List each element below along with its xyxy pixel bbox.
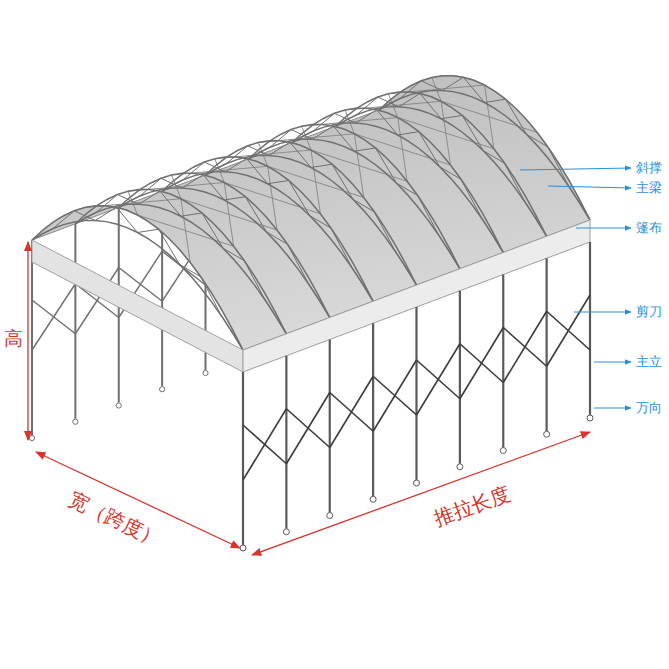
roof xyxy=(32,76,590,350)
caster-wheel xyxy=(327,513,333,519)
main-beam xyxy=(292,123,503,253)
main-beam xyxy=(206,156,417,286)
scissor-brace xyxy=(330,376,373,447)
side-valance xyxy=(32,240,243,372)
scissor-brace xyxy=(243,409,286,480)
leader-line xyxy=(520,168,631,170)
main-column xyxy=(242,372,244,545)
part-label: 剪刀 xyxy=(636,305,662,319)
main-column xyxy=(589,242,591,415)
dimension-lines xyxy=(28,242,590,555)
main-beam xyxy=(162,172,373,302)
main-column xyxy=(415,307,417,480)
caster-wheel xyxy=(240,545,246,551)
main-beam xyxy=(119,173,330,317)
main-beam xyxy=(206,141,417,285)
dimension-label: 宽（跨度） xyxy=(65,488,165,550)
main-column xyxy=(285,356,287,529)
main-beam xyxy=(249,124,460,268)
caster-wheel xyxy=(116,403,121,408)
main-column xyxy=(459,291,461,464)
main-beam xyxy=(379,77,590,220)
main-beam xyxy=(32,221,243,351)
caster-wheel xyxy=(29,435,34,440)
dimension-label: 高 xyxy=(4,328,23,349)
scissor-brace xyxy=(373,360,416,431)
leader-line xyxy=(594,408,631,409)
caster-wheel xyxy=(283,529,289,535)
main-beam xyxy=(379,76,590,220)
scissor-brace xyxy=(503,311,546,382)
roof-canvas xyxy=(32,76,590,350)
part-label: 主立 xyxy=(636,355,662,369)
leader-line xyxy=(576,228,631,229)
part-label: 斜撑 xyxy=(636,161,662,175)
caster-wheel xyxy=(370,496,376,502)
dimension-label: 推拉长度 xyxy=(431,482,514,530)
caster-wheel xyxy=(203,370,208,375)
scissor-brace xyxy=(417,344,460,415)
main-beam xyxy=(75,189,286,333)
main-beam xyxy=(336,107,547,237)
main-beam xyxy=(75,204,286,334)
height-dimension xyxy=(27,242,28,440)
scissor-brace xyxy=(547,295,590,366)
leader-line xyxy=(574,312,631,313)
part-label: 篷布 xyxy=(636,221,662,235)
caster-wheel xyxy=(160,387,165,392)
scissor-brace xyxy=(286,393,329,464)
part-label: 万向 xyxy=(636,401,662,415)
main-column xyxy=(372,323,374,496)
scissor-brace xyxy=(32,284,75,350)
caster-wheel xyxy=(414,480,420,486)
caster-wheel xyxy=(73,419,78,424)
caster-wheel xyxy=(500,448,506,454)
back-column xyxy=(31,240,33,435)
main-column xyxy=(502,275,504,448)
caster-wheel xyxy=(587,415,593,421)
main-beam xyxy=(379,91,590,221)
main-beam xyxy=(336,92,547,236)
caster-wheel xyxy=(544,431,550,437)
main-beam xyxy=(119,188,330,318)
caster-wheel xyxy=(457,464,463,470)
back-column xyxy=(74,224,76,419)
scissor-brace xyxy=(460,328,503,399)
main-column xyxy=(329,340,331,513)
main-column xyxy=(546,258,548,431)
part-label: 主梁 xyxy=(636,181,662,195)
leader-line xyxy=(548,186,631,188)
front-frame xyxy=(32,220,593,551)
main-beam xyxy=(249,139,460,269)
leader-lines xyxy=(520,168,631,408)
main-beam xyxy=(162,157,373,301)
leader-line xyxy=(594,362,631,363)
length-dimension xyxy=(252,432,590,555)
main-beam xyxy=(292,108,503,252)
